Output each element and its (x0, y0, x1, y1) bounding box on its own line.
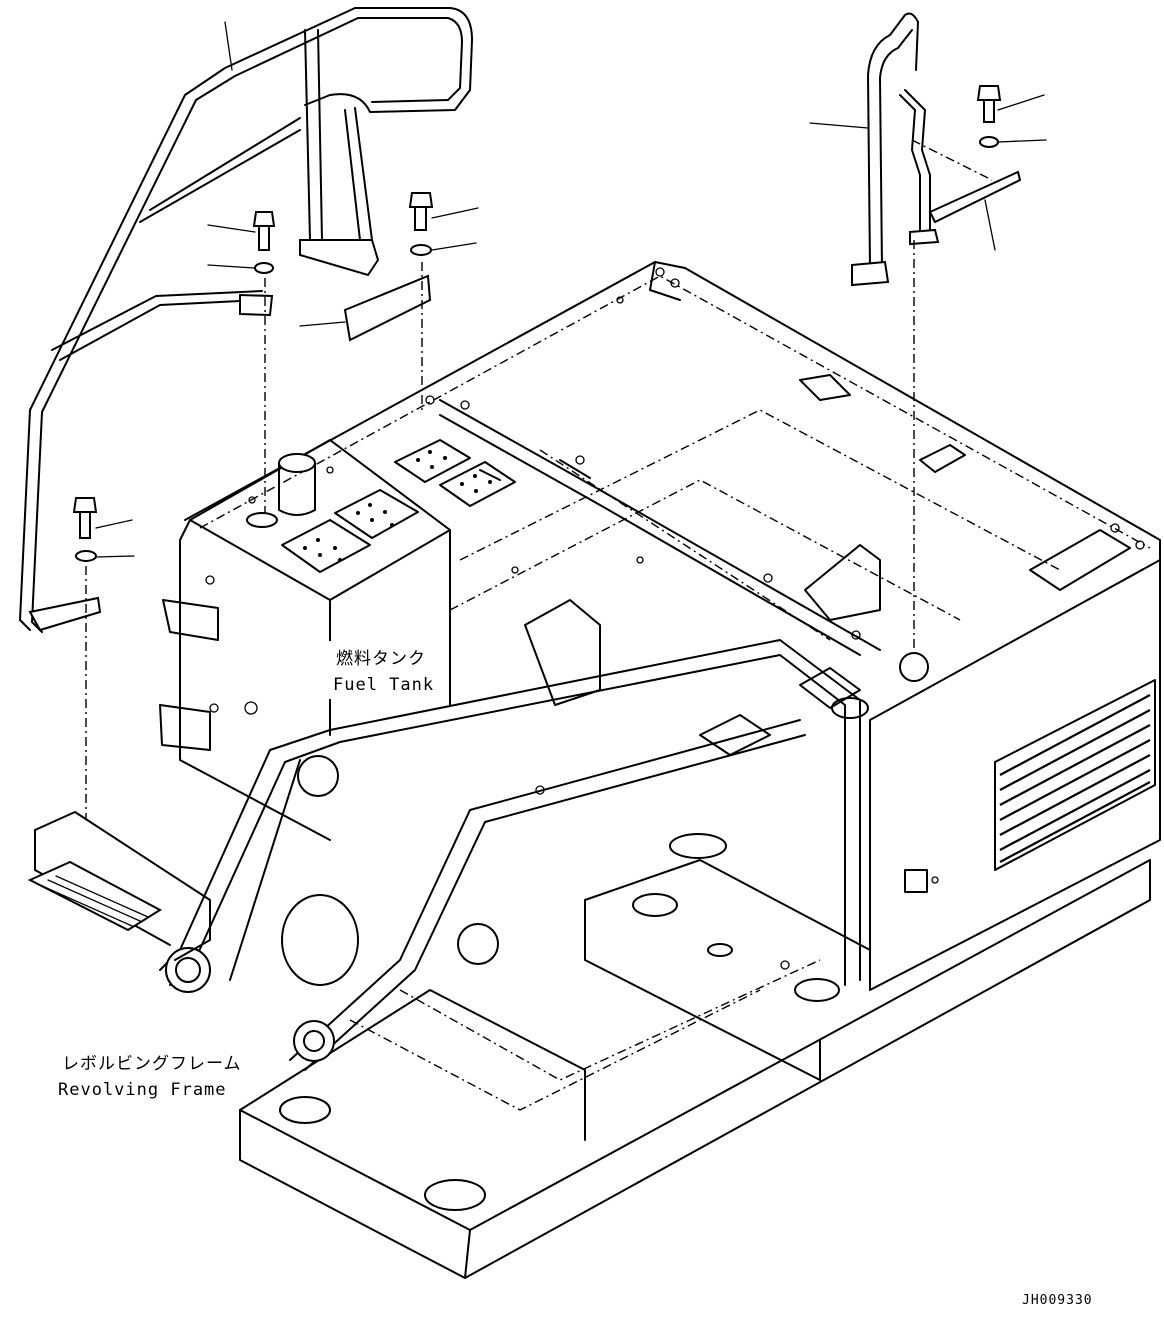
rivets (205, 267, 1145, 970)
fuel-tank-label-en: Fuel Tank (333, 675, 434, 695)
step-treads (39, 875, 149, 927)
left-handrail (19, 7, 473, 633)
bolt-right (976, 85, 1047, 148)
bolt-left-lower (72, 497, 135, 562)
step-plate (27, 811, 211, 961)
bolt-center (408, 192, 479, 256)
plate-holes (303, 450, 492, 562)
right-handrail (851, 12, 1022, 287)
frame-features (279, 374, 1131, 1211)
revolving-frame-label-en: Revolving Frame (58, 1080, 227, 1100)
leader-lines (224, 21, 996, 251)
fuel-tank-label-jp: 燃料タンク (336, 649, 426, 669)
louvre-panel (994, 679, 1156, 871)
drawing-code: JH009330 (1022, 1293, 1093, 1308)
fuel-tank (159, 439, 516, 841)
bolt-left-upper (207, 211, 276, 274)
boom-mount (159, 639, 861, 1071)
revolving-frame-label-jp: レボルビングフレーム (62, 1054, 242, 1074)
revolving-frame (27, 261, 1161, 1279)
center-bracket-plate (299, 274, 432, 342)
